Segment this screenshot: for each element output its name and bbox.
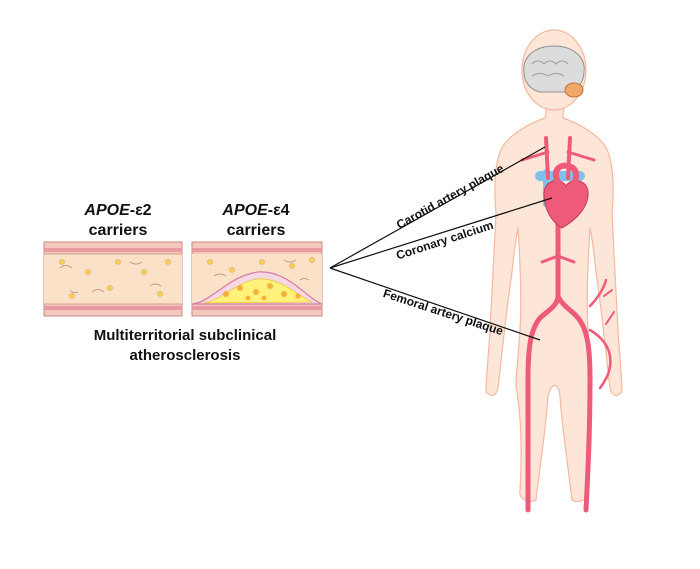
brain-icon <box>523 45 585 98</box>
apoe-e4-carriers-label: carriers <box>227 222 286 239</box>
territory-connector-lines <box>329 146 553 341</box>
caption-line-2: atherosclerosis <box>130 347 241 364</box>
arterial-tree <box>520 136 615 513</box>
femoral-plaque-label: Femoral artery plaque <box>381 286 505 338</box>
human-body-figure <box>485 29 623 503</box>
caption-line-1: Multiterritorial subclinical <box>94 327 277 344</box>
heart-icon <box>543 162 589 229</box>
apoe-e2-carriers-label: carriers <box>89 222 148 239</box>
apoe-e4-heading: APOE-ε4 <box>221 202 289 219</box>
apoe-e2-gene: APOE <box>83 202 131 219</box>
apoe-e4-gene: APOE <box>221 202 269 219</box>
plaqued-vessel-illustration <box>191 241 323 317</box>
apoe-e2-allele: -ε2 <box>130 202 152 219</box>
healthy-vessel-illustration <box>43 241 183 317</box>
apoe-e2-heading: APOE-ε2 <box>83 202 151 219</box>
apoe-e4-allele: -ε4 <box>268 202 290 219</box>
